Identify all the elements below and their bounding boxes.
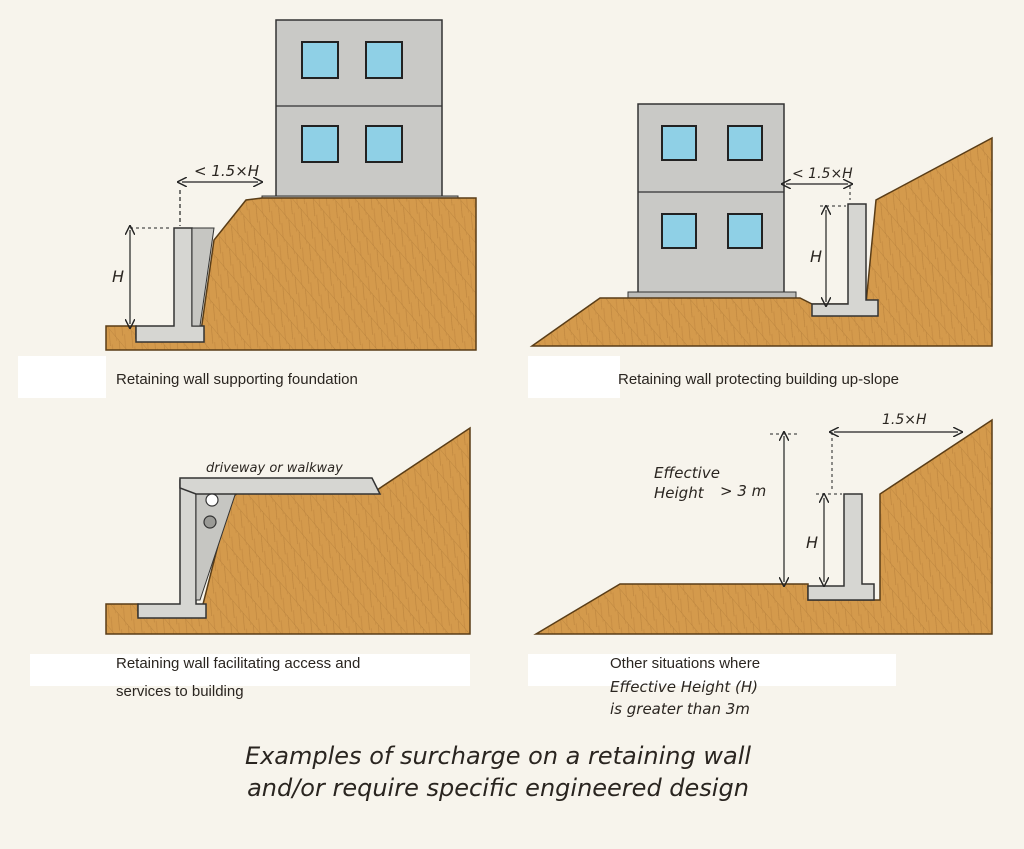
dim-label-4: 1.5×H [882,412,927,428]
caption-4-line2: Effective Height (H) [610,678,758,696]
panel-2: < 1.5×H H Retaining wall protecting buil… [529,103,993,388]
caption-4-line1: Other situations where [610,655,760,672]
caption-backing-4 [528,654,896,686]
effective-label-line2: Height [654,484,705,502]
caption-4-line3: is greater than 3m [610,700,750,718]
retaining-wall-2 [811,203,879,317]
caption-1: Retaining wall supporting foundation [116,371,358,388]
dim-label-1: < 1.5×H [194,162,259,180]
title-line1: Examples of surcharge on a retaining wal… [245,742,751,770]
height-label-1: H [112,267,124,286]
title-line2: and/or require specific engineered desig… [247,774,749,802]
dim-label-2: < 1.5×H [792,166,853,182]
height-label-4: H [806,533,818,552]
retaining-wall-4 [807,493,875,601]
retaining-wall-1 [135,227,215,343]
building-1 [261,19,459,203]
effective-label-line1: Effective [654,464,720,482]
threshold-label: > 3 m [720,482,766,500]
soil-3 [105,426,471,635]
panel-4: 1.5×H H Effective Height > 3 m Other sit… [533,412,993,718]
surface-label-3: driveway or walkway [206,461,343,476]
building-2 [627,103,797,299]
caption-backing-2 [528,356,620,398]
caption-3-line1: Retaining wall facilitating access and [116,655,360,672]
caption-backing-3 [30,654,470,686]
soil-4 [533,418,993,635]
retaining-wall-3 [137,477,382,619]
panel-1: < 1.5×H H Retaining wall supporting foun… [105,19,477,388]
caption-2: Retaining wall protecting building up-sl… [618,371,899,388]
panel-3: driveway or walkway Retaining wall facil… [105,426,471,700]
caption-3-line2: services to building [116,683,244,700]
caption-backing-1 [18,356,106,398]
height-label-2: H [810,247,822,266]
